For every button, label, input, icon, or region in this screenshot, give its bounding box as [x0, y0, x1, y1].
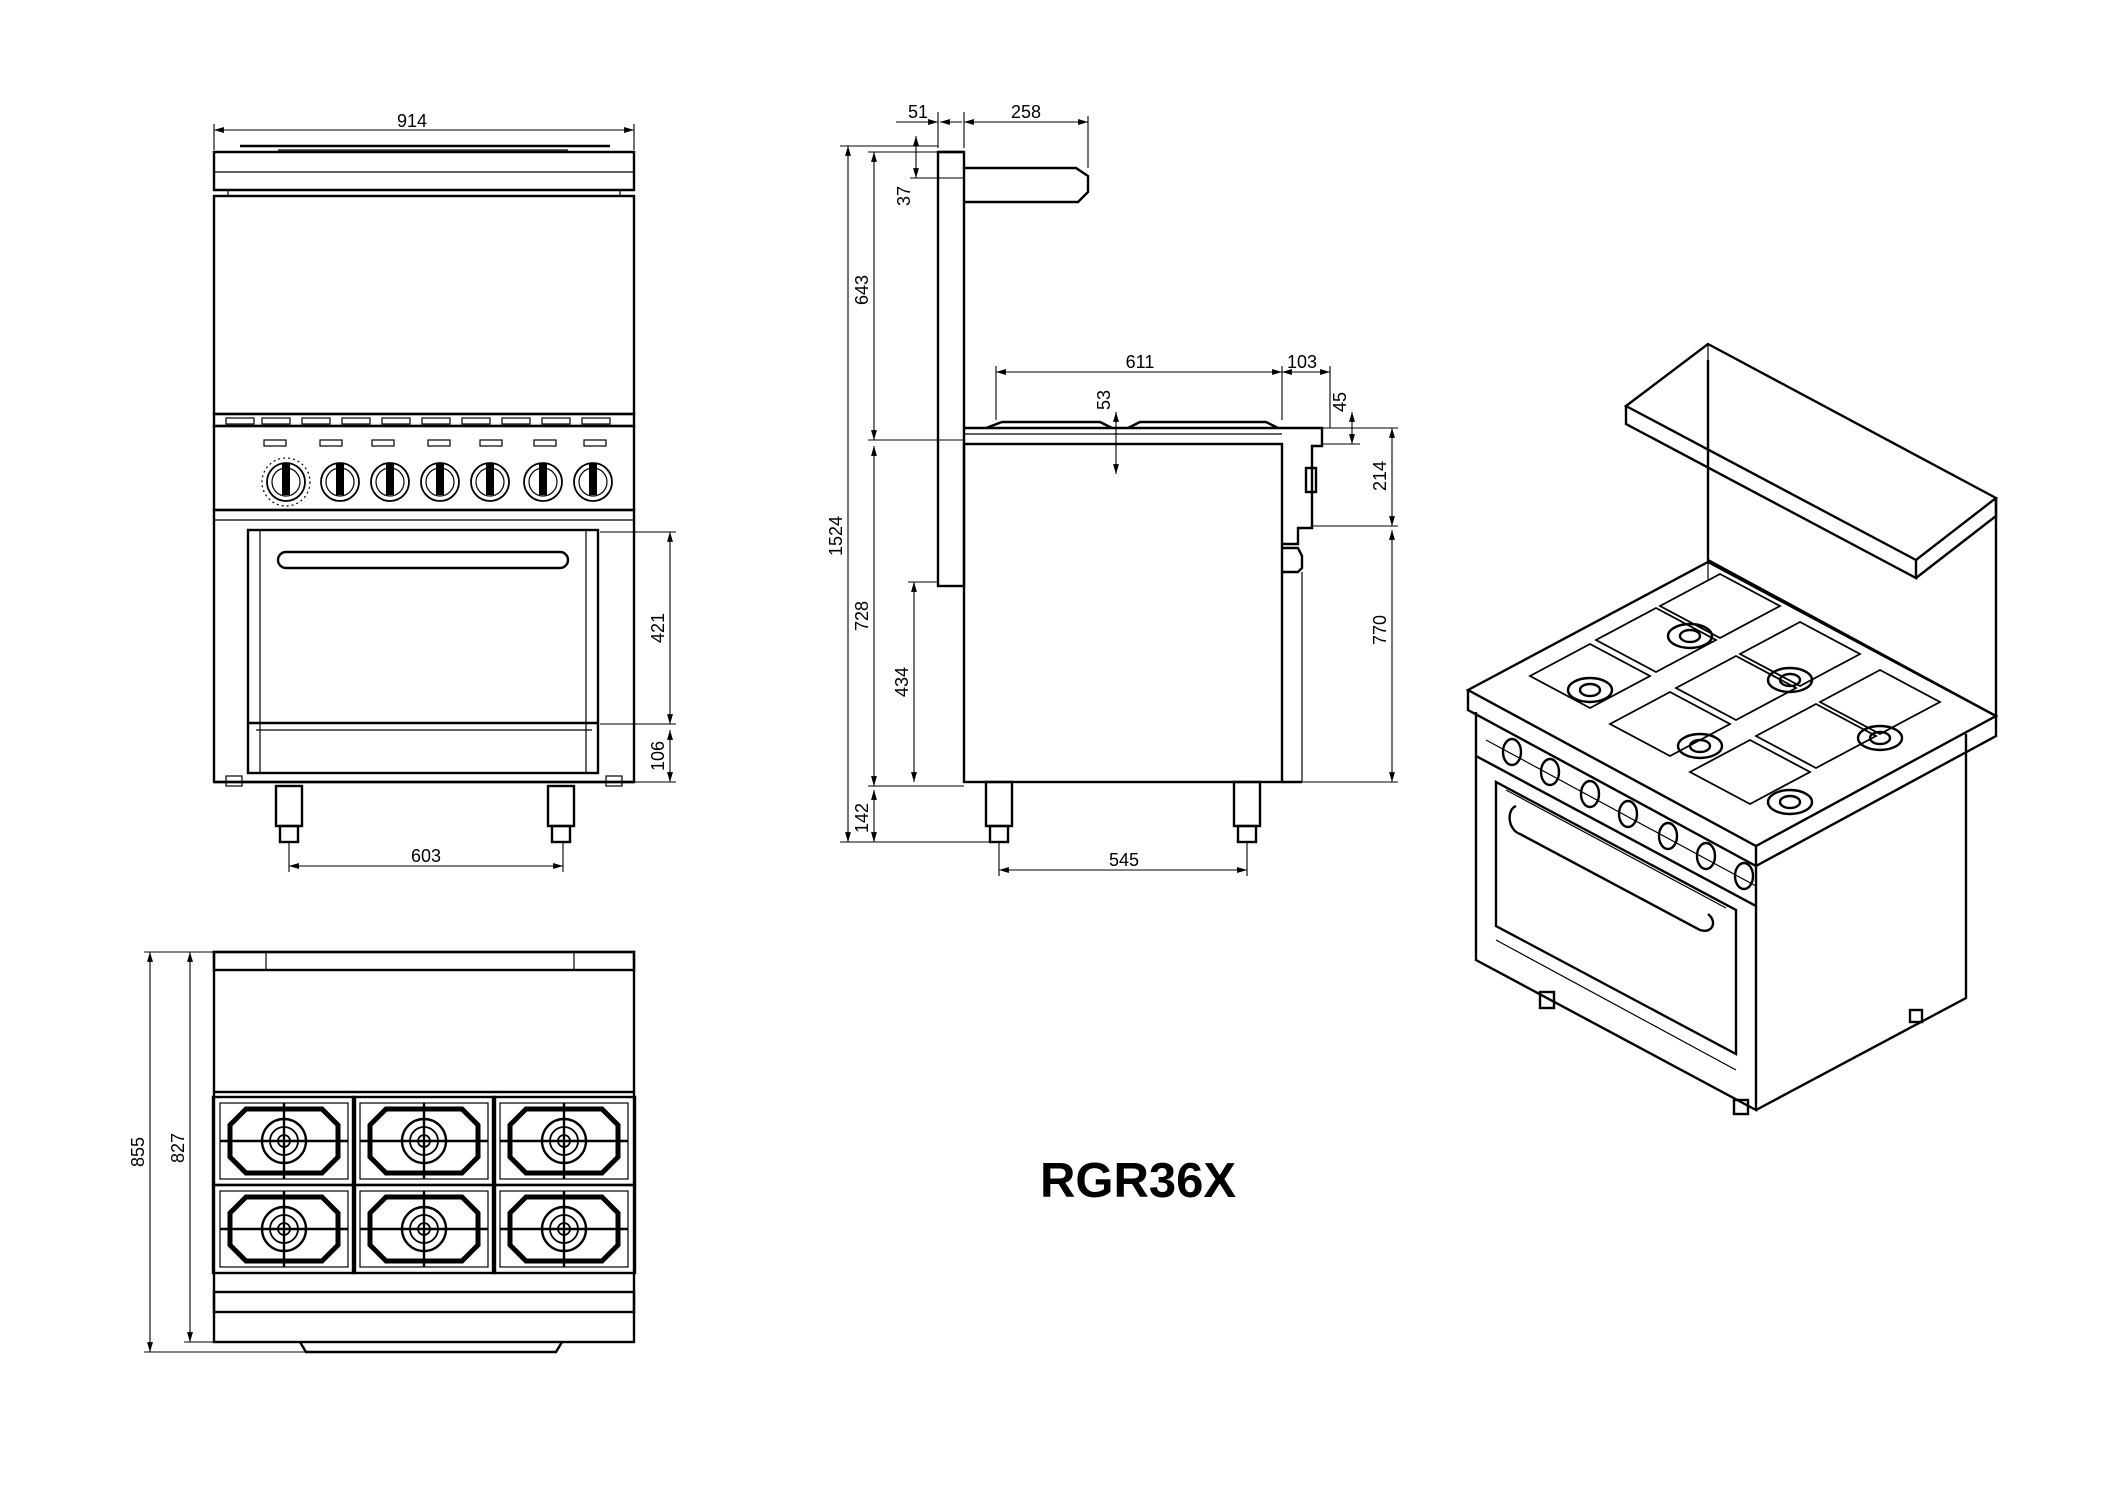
dim-knob-projection: 103 — [1287, 352, 1317, 372]
side-view: 1524 643 728 142 434 37 51 258 611 103 5 — [826, 102, 1398, 876]
dim-overall-depth: 855 — [128, 1137, 148, 1167]
dim-grate-height: 53 — [1094, 390, 1114, 410]
dim-shelf-depth: 258 — [1011, 102, 1041, 122]
dim-leg-height: 142 — [852, 803, 872, 833]
dim-body-depth: 611 — [1126, 352, 1155, 372]
dim-leg-spacing: 603 — [411, 846, 441, 866]
isometric-view — [1465, 342, 1999, 1116]
model-label: RGR36X — [1040, 1154, 1236, 1208]
dim-backsplash-height: 643 — [852, 275, 872, 305]
dim-oven-door-height: 421 — [648, 613, 668, 643]
dim-shelf-thickness: 37 — [894, 186, 914, 206]
dim-body-height: 728 — [852, 601, 872, 631]
dim-shelf-offset: 51 — [908, 102, 928, 122]
dim-control-offset: 45 — [1330, 392, 1350, 412]
dim-kick-height: 106 — [648, 741, 668, 771]
dim-overall-height: 1524 — [826, 516, 846, 556]
dim-door-handle-height: 434 — [892, 667, 912, 697]
dim-control-panel-height: 214 — [1370, 461, 1390, 491]
dim-leg-depth-spacing: 545 — [1109, 850, 1139, 870]
dim-overall-width: 914 — [397, 111, 427, 131]
front-view: 914 603 421 106 — [212, 111, 676, 872]
dim-work-height: 770 — [1370, 615, 1390, 645]
top-view: 855 827 — [128, 950, 635, 1354]
dim-body-depth-top: 827 — [168, 1133, 188, 1163]
